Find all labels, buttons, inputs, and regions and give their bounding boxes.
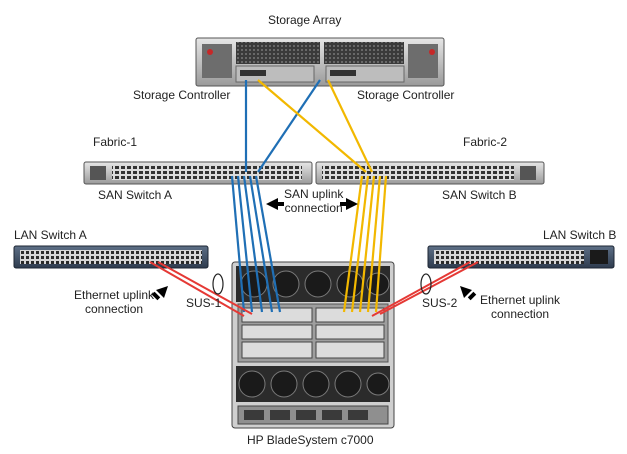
fabric-2-label: Fabric-2 — [463, 135, 508, 149]
fabric-1-label: Fabric-1 — [93, 135, 138, 149]
san-switch-b — [315, 161, 545, 185]
ethernet-uplink-left-arrow — [151, 286, 168, 301]
sus-1-label: SUS-1 — [186, 296, 222, 310]
san-uplink-connection-label: SAN uplink connection — [284, 187, 343, 215]
fabric-2-cables — [257, 79, 388, 313]
san-uplink-line1: SAN uplink — [284, 187, 344, 201]
lan-switch-b-label: LAN Switch B — [543, 228, 617, 242]
lan-switch-a — [13, 245, 209, 269]
storage-array-label: Storage Array — [268, 13, 342, 27]
ethernet-uplink-right-label: Ethernet uplink connection — [480, 293, 560, 321]
sus-1-oval — [212, 273, 224, 295]
san-uplink-line2: connection — [284, 201, 343, 215]
fabric-1-cables — [230, 79, 321, 313]
san-uplink-right-arrow — [340, 198, 358, 210]
sus-2-oval — [420, 273, 432, 295]
ethernet-uplink-right — [371, 261, 479, 317]
ethernet-uplink-left-line1: Ethernet uplink — [74, 288, 155, 302]
ethernet-uplink-left-line2: connection — [85, 302, 144, 316]
bladesystem-label: HP BladeSystem c7000 — [247, 433, 374, 447]
ethernet-uplink-left — [149, 261, 253, 317]
san-switch-a-label: SAN Switch A — [98, 188, 173, 202]
ethernet-uplink-right-line1: Ethernet uplink — [480, 293, 561, 307]
ethernet-uplink-right-arrow — [460, 286, 477, 301]
lan-switch-b — [427, 245, 615, 269]
sus-2-label: SUS-2 — [422, 296, 458, 310]
ethernet-uplink-left-label: Ethernet uplink connection — [74, 288, 154, 316]
storage-controller-right-label: Storage Controller — [357, 88, 455, 102]
san-switch-a — [83, 161, 313, 185]
storage-array — [195, 37, 445, 87]
ethernet-uplink-right-line2: connection — [491, 307, 550, 321]
san-switch-b-label: SAN Switch B — [442, 188, 517, 202]
storage-controller-left-label: Storage Controller — [133, 88, 231, 102]
lan-switch-a-label: LAN Switch A — [14, 228, 87, 242]
san-uplink-left-arrow — [266, 198, 284, 210]
